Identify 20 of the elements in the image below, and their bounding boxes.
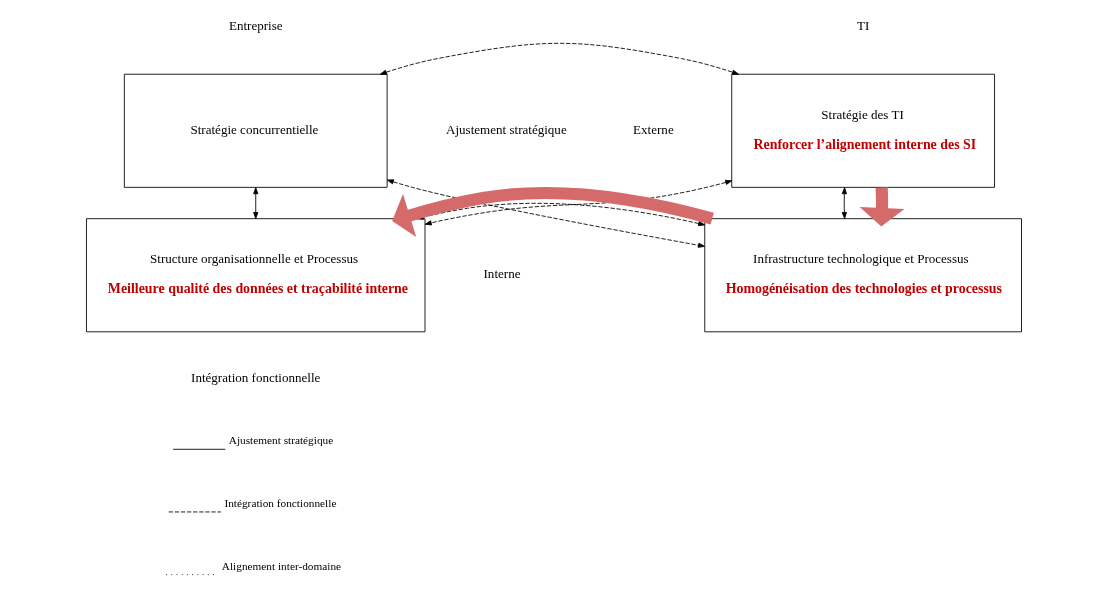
node-box: Infrastructure technologique et Processus Homogénéisation des technologies et processus [703,218,1022,333]
label: Externe [632,121,674,137]
arrow [252,187,258,219]
label: Intégration fonctionnelle [190,369,320,385]
arrow [841,187,847,219]
label: Interne [483,266,520,282]
label: Entreprise [228,18,283,34]
arrow [379,42,739,75]
arrow [859,187,905,227]
arrow [391,187,714,237]
node-box: Stratégie des TI Renforcer l’alignement interne des SI [730,73,995,188]
legend-label: Ajustement stratégique [228,434,333,447]
arrow [386,179,705,248]
arrow [424,179,732,226]
legend-label: Intégration fonctionnelle [223,497,336,510]
legend-label: Alignement inter-domaine [221,559,341,572]
label: TI [856,18,869,34]
label: Ajustement stratégique [445,121,567,137]
node-box: Stratégie concurrentielle [123,73,388,188]
node-box: Structure organisationnelle et Processus Meilleure qualité des données et traçabilité interne [85,218,425,333]
